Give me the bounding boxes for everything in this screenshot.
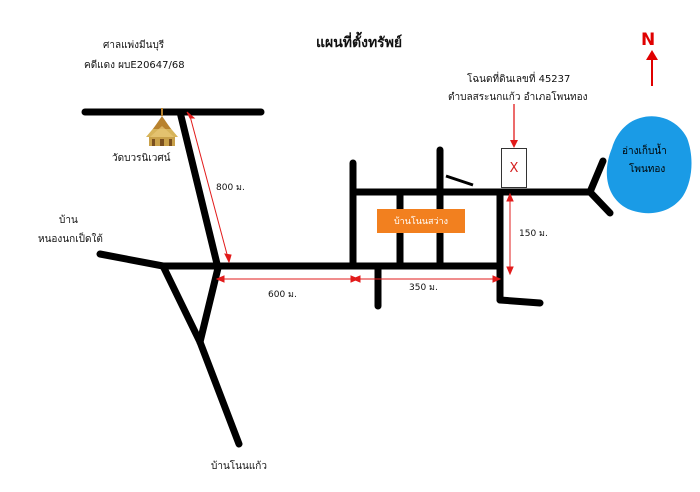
- north-label: N: [641, 30, 656, 50]
- lake-label-line1: อ่างเก็บน้ำ: [622, 146, 667, 157]
- distance-350: 350 ม.: [409, 283, 438, 293]
- map-title: แผนที่ตั้งทรัพย์: [316, 35, 403, 51]
- distance-150: 150 ม.: [519, 229, 548, 239]
- court-name: ศาลแพ่งมีนบุรี: [103, 40, 165, 51]
- village-bottom-label: บ้านโนนแก้ว: [211, 461, 267, 472]
- road-left-diagonal: [96, 250, 167, 270]
- dim-150-arrow-top: [506, 192, 514, 202]
- village-left-line1: บ้าน: [59, 215, 78, 226]
- roads: [81, 108, 614, 448]
- road-fork-left: [159, 262, 204, 346]
- deed-location: ตำบลสระนกแก้ว อำเภอโพนทอง: [448, 92, 588, 103]
- dim-800-line: [189, 115, 229, 259]
- dim-350-arrow-left: [351, 275, 361, 283]
- lake-label-line2: โพนทอง: [629, 164, 666, 175]
- temple-icon: [146, 108, 178, 146]
- deed-pointer-arrowhead: [510, 140, 518, 148]
- dim-600-arrow-left: [215, 275, 225, 283]
- road-spur-south-2: [496, 296, 544, 307]
- dimension-lines: [186, 111, 514, 283]
- lake-shape: [606, 116, 692, 214]
- dim-800-arrow-top: [186, 111, 196, 119]
- road-lake-branch-down: [586, 188, 614, 217]
- road-lake-branch-up: [586, 157, 607, 196]
- road-angle-thin: [445, 174, 474, 187]
- village-center-label: บ้านโนนสว่าง: [377, 209, 465, 233]
- case-number: คดีแดง ผบE20647/68: [84, 60, 185, 71]
- north-arrow-head: [646, 50, 658, 60]
- road-fork-right: [196, 264, 222, 346]
- dim-800-arrow-bottom: [224, 253, 232, 264]
- village-left-line2: หนองนกเป็ดใต้: [38, 234, 103, 245]
- parcel-marker: X: [501, 148, 527, 188]
- distance-600: 600 ม.: [268, 290, 297, 300]
- dim-150-arrow-bottom: [506, 266, 514, 276]
- deed-number: โฉนดที่ดินเลขที่ 45237: [467, 74, 571, 85]
- road-temple-diagonal: [176, 108, 222, 272]
- dim-350-arrow-right: [492, 275, 502, 283]
- road-south: [196, 338, 243, 448]
- temple-label: วัดบวรนิเวศน์: [112, 153, 171, 164]
- distance-800: 800 ม.: [216, 183, 245, 193]
